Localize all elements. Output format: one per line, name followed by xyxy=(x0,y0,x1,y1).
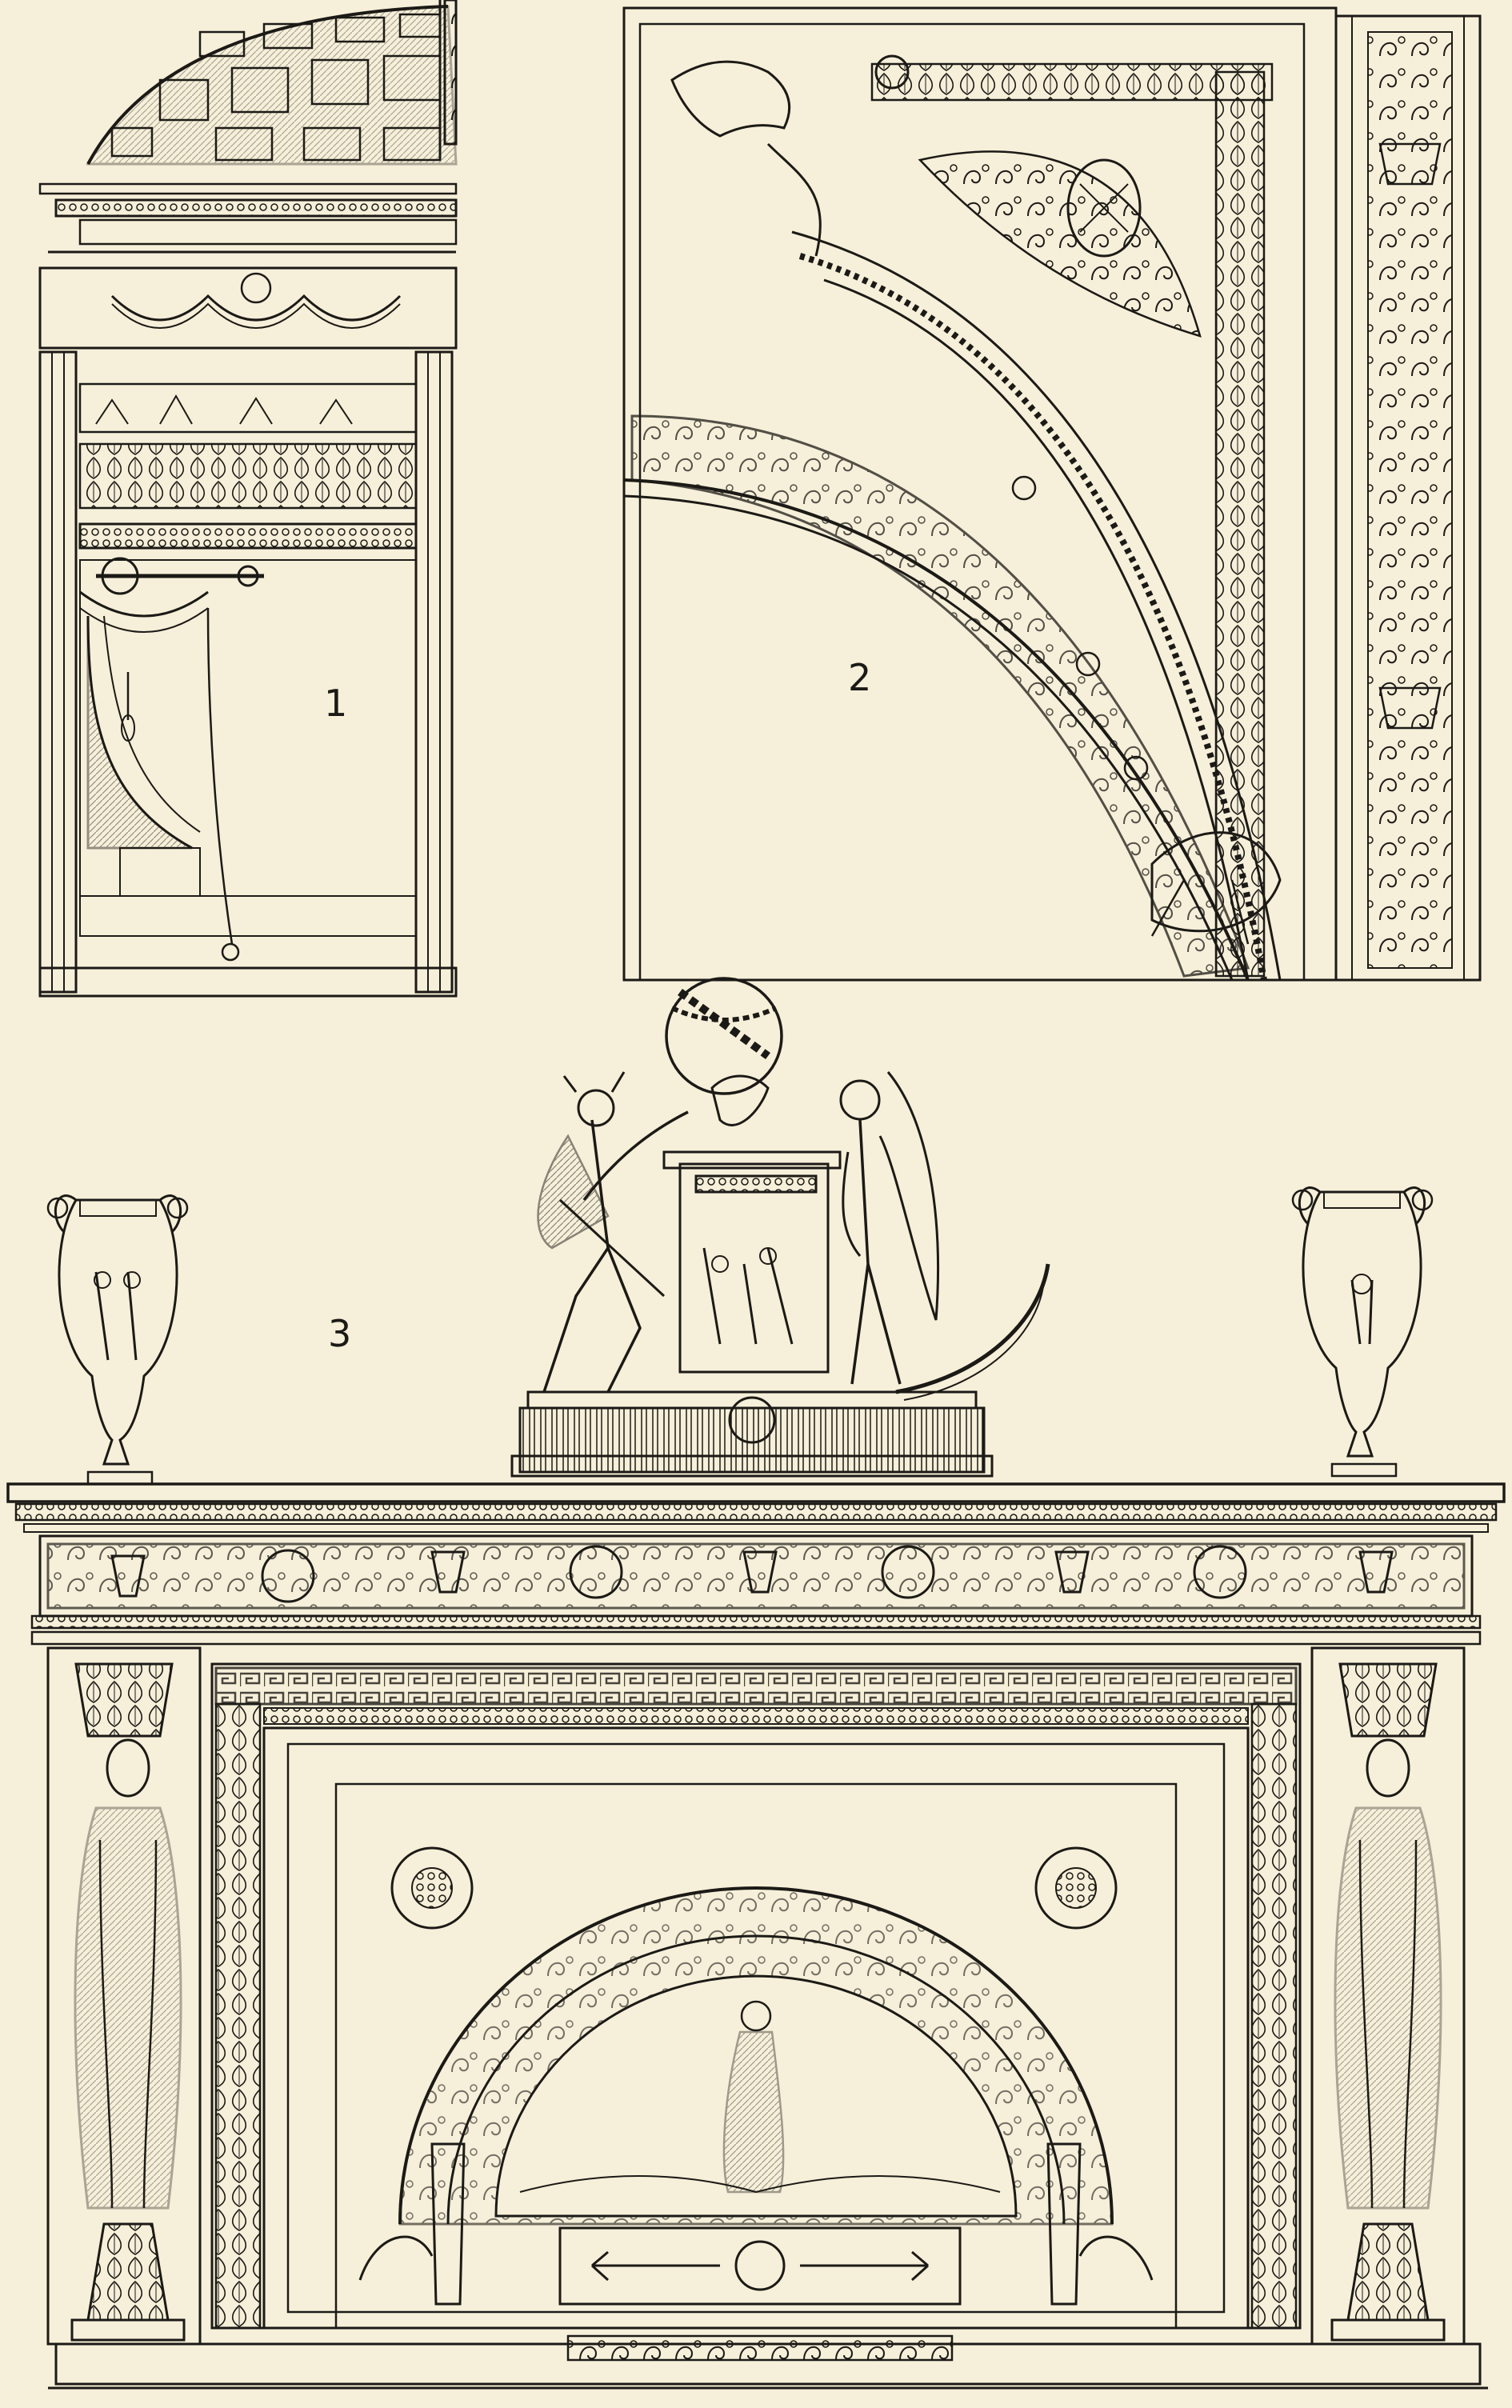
figure-1-interior xyxy=(38,0,458,998)
figure-3-mantelpiece xyxy=(6,977,1506,2390)
figure-2-label: 2 xyxy=(848,656,872,699)
figure-2-ceiling-corner xyxy=(622,6,1482,982)
right-caryatid xyxy=(1310,1646,1466,2346)
figure-3-label: 3 xyxy=(328,1312,352,1355)
left-urn xyxy=(46,1194,189,1486)
right-urn xyxy=(1291,1186,1434,1478)
left-caryatid xyxy=(46,1646,202,2346)
clock-sculpture xyxy=(510,977,1050,1478)
figure-1-label: 1 xyxy=(324,682,348,725)
